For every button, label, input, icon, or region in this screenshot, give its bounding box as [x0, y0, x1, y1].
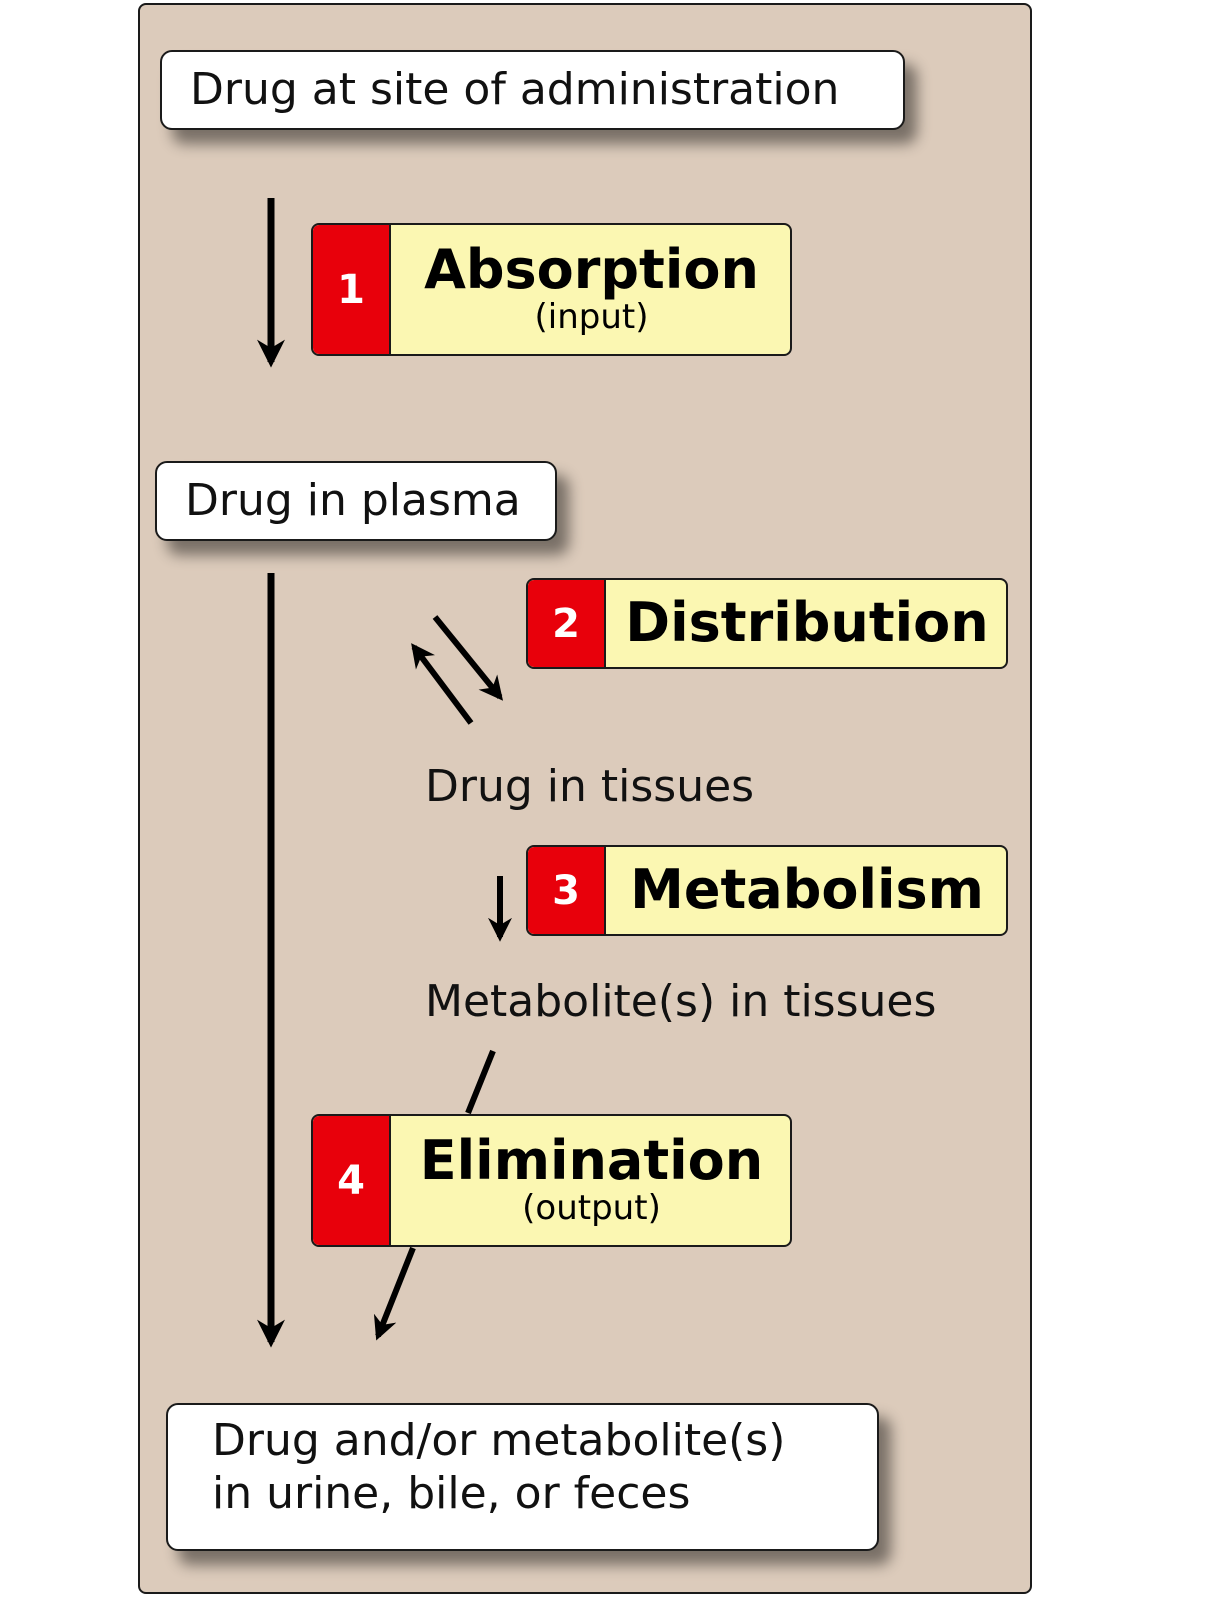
step-distribution: 2 Distribution — [526, 578, 1008, 669]
state-excreted-line-1: Drug and/or metabolite(s) — [212, 1415, 786, 1466]
state-excreted-line-2: in urine, bile, or feces — [212, 1467, 691, 1519]
step-absorption-text: Absorption (input) — [393, 225, 790, 354]
state-drug-in-plasma-label: Drug in plasma — [185, 474, 521, 526]
step-metabolism-text: Metabolism — [608, 847, 1006, 934]
step-elimination-subtitle: (output) — [522, 1188, 661, 1229]
arrow-plasma-to-tissues — [432, 615, 504, 701]
step-1-badge: 1 — [313, 225, 391, 354]
state-metabolites-in-tissues: Metabolite(s) in tissues — [425, 976, 937, 1027]
step-3-badge: 3 — [528, 847, 606, 934]
step-4-badge: 4 — [313, 1116, 391, 1245]
arrow-elimination-to-excreted — [373, 1246, 416, 1341]
step-absorption: 1 Absorption (input) — [311, 223, 792, 356]
state-drug-at-site: Drug at site of administration — [160, 50, 905, 130]
state-drug-in-tissues: Drug in tissues — [425, 761, 755, 812]
step-absorption-title: Absorption — [424, 238, 759, 302]
step-distribution-title: Distribution — [625, 591, 989, 655]
step-2-badge: 2 — [528, 580, 606, 667]
step-absorption-subtitle: (input) — [534, 297, 649, 338]
step-elimination: 4 Elimination (output) — [311, 1114, 792, 1247]
arrow-tissues-to-plasma — [411, 643, 474, 725]
arrow-metabolites-to-elimination — [465, 1049, 496, 1115]
step-distribution-text: Distribution — [608, 580, 1006, 667]
state-drug-at-site-label: Drug at site of administration — [190, 63, 840, 115]
state-drug-in-plasma: Drug in plasma — [155, 461, 557, 541]
step-elimination-title: Elimination — [419, 1129, 764, 1193]
step-metabolism-title: Metabolism — [630, 858, 984, 922]
state-excreted: Drug and/or metabolite(s) in urine, bile… — [166, 1403, 879, 1551]
step-metabolism: 3 Metabolism — [526, 845, 1008, 936]
step-elimination-text: Elimination (output) — [393, 1116, 790, 1245]
